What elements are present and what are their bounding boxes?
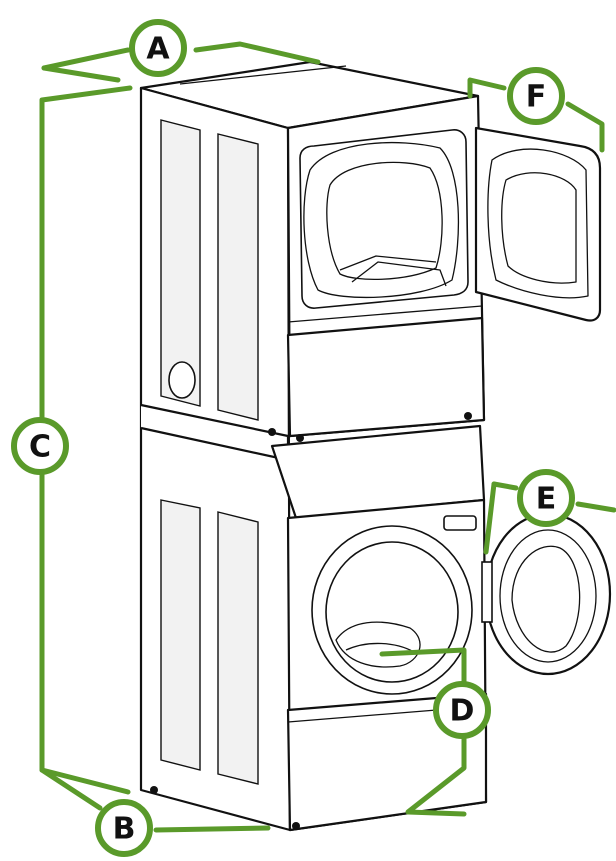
leader-b <box>39 767 103 811</box>
callout-c: C <box>11 417 69 475</box>
leader-d-top <box>379 647 467 689</box>
washer-bottom-panel <box>286 692 488 832</box>
callout-b-label: B <box>113 812 136 847</box>
stacked-unit <box>139 60 612 832</box>
washer-door-hinge <box>481 561 493 623</box>
dryer-drum-baffle <box>339 255 437 271</box>
base-foot-right <box>292 822 300 830</box>
dimension-leaders <box>39 41 616 833</box>
washer-door-ring-inner <box>325 541 459 683</box>
dryer-door-window <box>487 148 589 299</box>
washer-drum-contents <box>335 621 421 668</box>
base-foot-left <box>150 786 158 794</box>
leader-e-down <box>483 481 497 555</box>
callout-d: D <box>433 681 491 739</box>
lower-side-panel-right <box>217 511 259 785</box>
callout-d-label: D <box>450 694 475 729</box>
leader-c-bottom <box>39 467 131 795</box>
dryer-drum-opening <box>299 129 469 309</box>
dryer-drum-floor <box>351 261 447 287</box>
dryer-panel-seam <box>287 305 483 323</box>
leader-f-left <box>467 77 507 99</box>
callout-a-label: A <box>146 32 170 67</box>
leader-e <box>491 481 519 491</box>
leader-d-bottom <box>405 731 467 817</box>
washer-door-open <box>484 512 612 676</box>
leader-b-right <box>153 825 271 833</box>
callout-b: B <box>95 799 153 857</box>
callout-e: E <box>517 469 575 527</box>
dryer-door-inner <box>501 172 577 284</box>
washer-door-glass <box>499 529 597 663</box>
callout-a: A <box>129 19 187 77</box>
middle-foot-right <box>296 434 304 442</box>
middle-foot-front <box>464 412 472 420</box>
middle-foot-left <box>268 428 276 436</box>
callout-f-label: F <box>526 80 547 115</box>
washer-door-glass-bulge <box>511 545 581 653</box>
side-vent-port <box>168 361 196 399</box>
callout-c-label: C <box>29 430 51 465</box>
dryer-door-open <box>474 126 602 322</box>
leader-f-right <box>565 101 605 153</box>
control-slot <box>443 515 477 531</box>
upper-side-panel-left <box>160 119 201 407</box>
leader-e-right <box>575 501 616 513</box>
leader-c-top <box>39 85 133 421</box>
top-panel-seam <box>179 65 347 85</box>
callout-e-label: E <box>536 482 557 517</box>
upper-side-panel-right <box>217 133 259 421</box>
leader-a-right <box>193 41 321 65</box>
dryer-drum-rim <box>303 141 460 299</box>
callout-f: F <box>507 67 565 125</box>
leader-a-tick <box>41 65 121 83</box>
console-edge <box>271 445 297 519</box>
leader-a <box>41 47 131 71</box>
dryer-drum-inner <box>326 161 443 281</box>
washer-drum-fold <box>345 642 415 653</box>
lower-side-panel-left <box>160 499 201 771</box>
dryer-bottom-panel <box>286 316 486 438</box>
